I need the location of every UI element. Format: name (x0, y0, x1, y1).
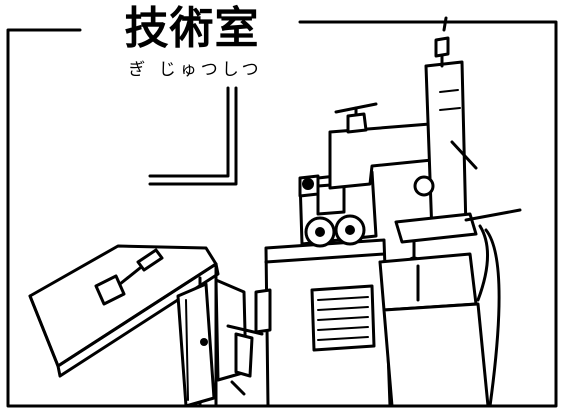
drill-column (413, 16, 478, 236)
vise-icon (214, 278, 264, 396)
lathe-headstock (298, 170, 378, 248)
wall-corner-lines (148, 86, 238, 186)
workbench (28, 244, 220, 408)
overhead-arm (328, 102, 434, 190)
machine-body (254, 238, 392, 408)
drill-pedestal (378, 224, 501, 408)
title-reading: ぎ じゅつしつ (128, 60, 263, 80)
page-title: 技術室 (92, 0, 292, 58)
hammer-icon (94, 248, 164, 306)
